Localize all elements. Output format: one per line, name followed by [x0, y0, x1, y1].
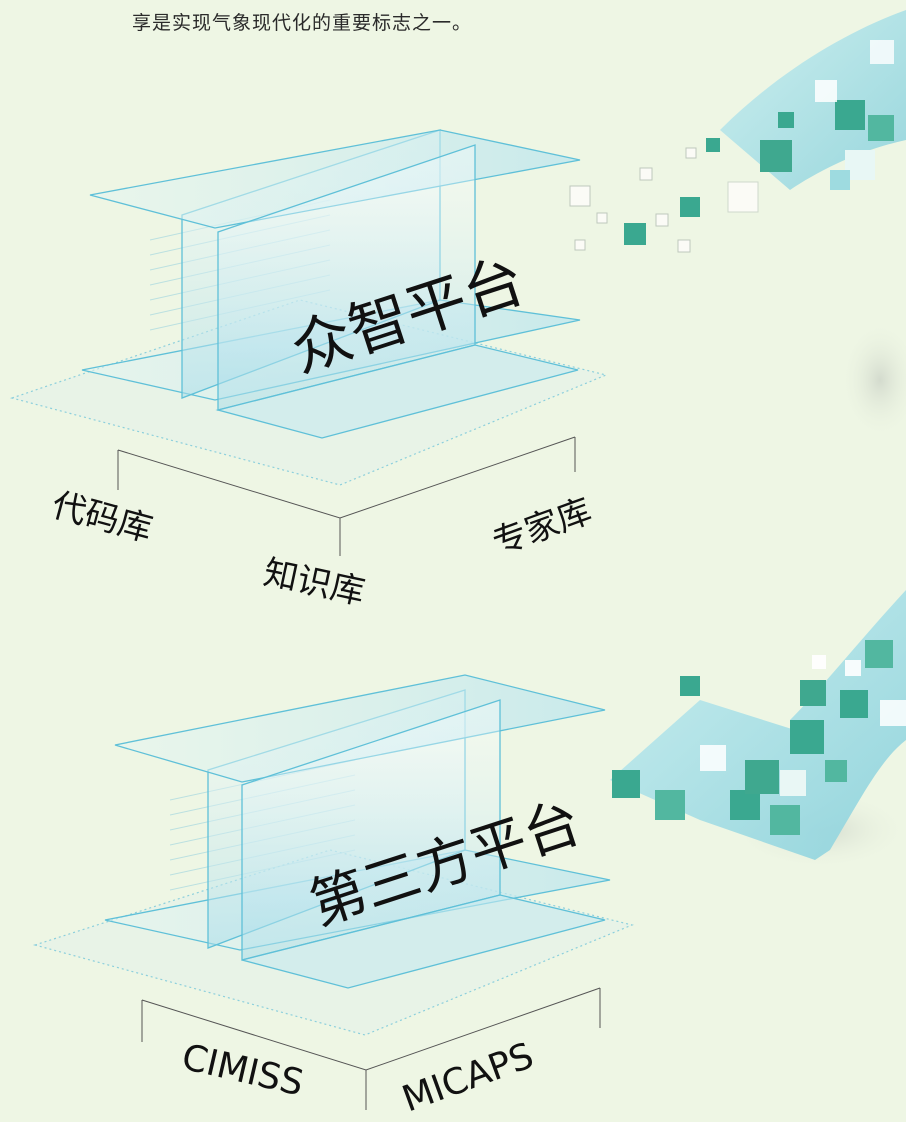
platform-top-graphic [9, 129, 608, 556]
arrow-shadow [840, 320, 906, 440]
intro-text: 享是实现气象现代化的重要标志之一。 [132, 12, 473, 34]
platform-bottom-graphic [32, 674, 634, 1110]
upper-arrow-graphic [569, 10, 906, 253]
lower-arrow-graphic [610, 590, 906, 860]
platform-label: 专家库 [487, 491, 597, 563]
platform-label: CIMISS [178, 1037, 307, 1105]
platform-label: 代码库 [48, 485, 157, 550]
platform-label: 知识库 [260, 553, 368, 613]
platform-label: MICAPS [397, 1035, 539, 1120]
